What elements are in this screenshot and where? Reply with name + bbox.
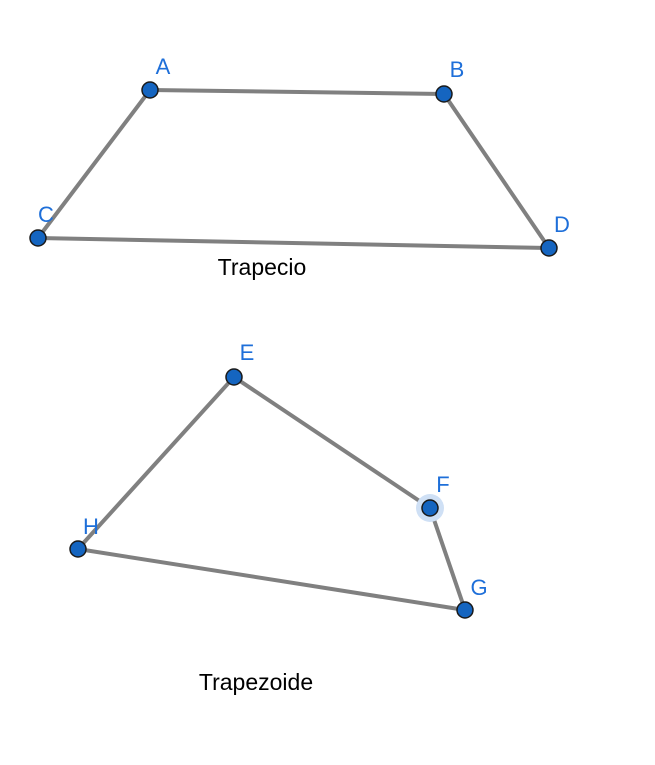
vertex-label-a: A — [156, 54, 171, 79]
vertex-label-h: H — [83, 514, 99, 539]
edge-GH — [76, 547, 467, 612]
vertex-point-g[interactable] — [456, 601, 474, 619]
vertex-point-d[interactable] — [540, 239, 558, 257]
vertex-label-f: F — [436, 472, 449, 497]
edge-BD — [442, 92, 551, 250]
edge-FG — [428, 506, 467, 612]
figure-caption-trapezoide: Trapezoide — [198, 669, 314, 695]
edge-DC — [36, 236, 551, 250]
vertex-label-g: G — [470, 575, 487, 600]
edge-CA — [36, 88, 152, 240]
vertices-layer — [29, 81, 558, 619]
vertex-labels-layer: A B C D E F G H — [38, 54, 570, 600]
vertex-point-f[interactable] — [421, 499, 439, 517]
vertex-label-e: E — [240, 340, 255, 365]
figure-caption-trapecio: Trapecio — [217, 254, 307, 280]
vertex-label-c: C — [38, 202, 54, 227]
edges-layer — [36, 88, 551, 612]
vertex-point-e[interactable] — [225, 368, 243, 386]
vertex-point-a[interactable] — [141, 81, 159, 99]
edge-HE — [76, 375, 236, 551]
vertex-point-b[interactable] — [435, 85, 453, 103]
vertex-point-h[interactable] — [69, 540, 87, 558]
edge-AB — [148, 88, 446, 96]
edge-EF — [232, 375, 432, 510]
vertex-point-c[interactable] — [29, 229, 47, 247]
vertex-label-d: D — [554, 212, 570, 237]
vertex-label-b: B — [450, 57, 465, 82]
